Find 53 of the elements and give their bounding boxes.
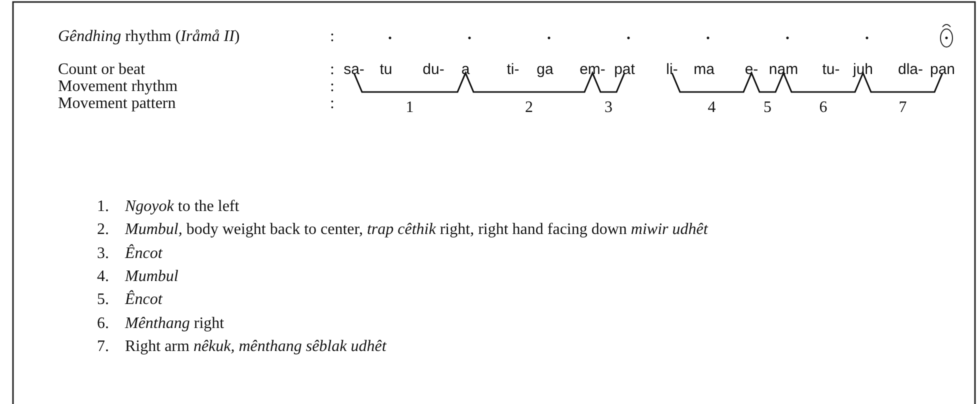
pattern-number: 5 bbox=[764, 99, 772, 117]
list-number: 6. bbox=[97, 314, 109, 332]
list-item: Êncot bbox=[125, 291, 162, 310]
colon: : bbox=[330, 61, 334, 79]
syllable: em- bbox=[580, 61, 606, 79]
syllable: ma bbox=[694, 61, 714, 79]
pattern-number: 6 bbox=[819, 99, 828, 117]
syllable: li- bbox=[666, 61, 678, 79]
beat-dot: . bbox=[547, 26, 551, 44]
pattern-number: 2 bbox=[525, 99, 533, 117]
list-item: Right arm nêkuk, mênthang sêblak udhêt bbox=[125, 338, 386, 356]
beat-dot: . bbox=[786, 26, 790, 44]
syllable: a bbox=[461, 61, 470, 79]
syllable: juh bbox=[852, 61, 874, 79]
pattern-number: 3 bbox=[604, 99, 612, 117]
beat-dot: . bbox=[944, 26, 948, 44]
beat-dot: . bbox=[865, 26, 869, 44]
syllable: ga bbox=[536, 61, 554, 79]
list-item: Mumbul, body weight back to center, trap cêthik right, right hand facing down miwir udhêt bbox=[125, 221, 708, 240]
syllable: nam bbox=[768, 61, 798, 79]
list-number: 7. bbox=[97, 338, 109, 356]
syllable: tu- bbox=[822, 61, 840, 79]
row-label: Movement pattern bbox=[58, 95, 176, 113]
list-item: Mênthang right bbox=[125, 314, 224, 332]
syllable: tu bbox=[380, 61, 392, 79]
list-number: 4. bbox=[97, 268, 109, 286]
list-item: Êncot bbox=[125, 244, 162, 263]
pattern-number: 7 bbox=[898, 99, 907, 117]
beat-dot: . bbox=[706, 26, 710, 44]
pattern-number: 1 bbox=[406, 99, 414, 117]
syllable: e- bbox=[744, 61, 758, 79]
beat-dot: . bbox=[388, 26, 392, 44]
list-number: 3. bbox=[97, 244, 109, 263]
beat-dot: . bbox=[468, 26, 472, 44]
list-number: 1. bbox=[97, 198, 109, 216]
row-label: Count or beat bbox=[58, 61, 146, 79]
syllable: du- bbox=[422, 61, 444, 79]
syllable: pat bbox=[614, 61, 635, 79]
row-label: Gêndhing rhythm (Iråmå II) bbox=[58, 28, 240, 46]
list-item: Mumbul bbox=[125, 268, 178, 286]
syllable: pan bbox=[930, 61, 956, 79]
list-number: 5. bbox=[97, 291, 109, 310]
beat-dot: . bbox=[626, 26, 630, 44]
colon: : bbox=[330, 28, 334, 46]
pattern-number: 4 bbox=[708, 99, 716, 117]
row-label: Movement rhythm bbox=[58, 78, 178, 96]
list-item: Ngoyok to the left bbox=[125, 198, 240, 216]
syllable: sa- bbox=[344, 61, 364, 79]
syllable: ti- bbox=[506, 61, 520, 79]
list-number: 2. bbox=[97, 221, 109, 240]
colon: : bbox=[330, 78, 334, 96]
syllable: dla- bbox=[898, 61, 923, 79]
colon: : bbox=[330, 95, 334, 113]
